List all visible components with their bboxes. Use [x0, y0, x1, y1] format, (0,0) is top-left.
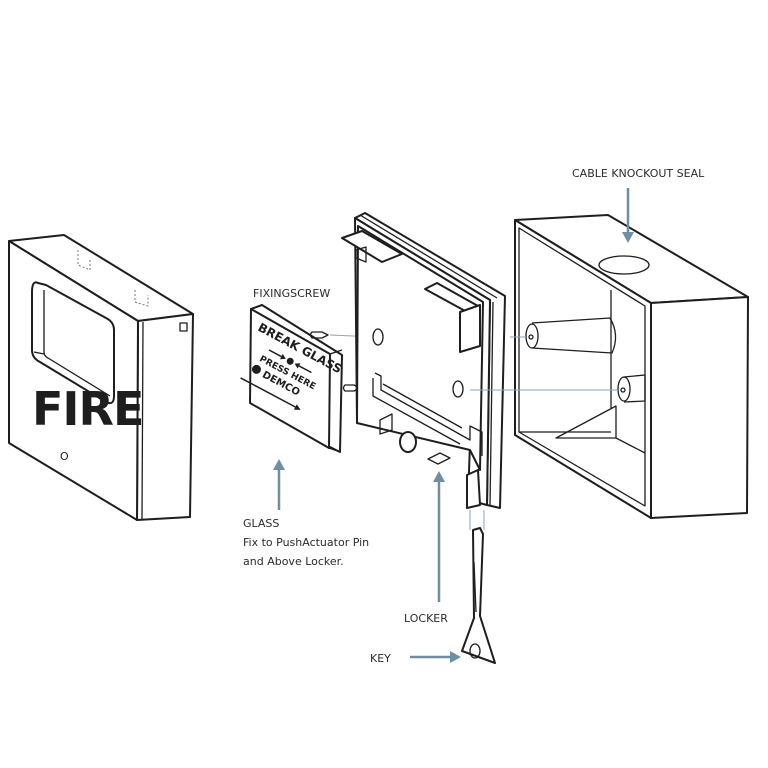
- long-arrow-icon: [240, 377, 301, 410]
- back-plate: [341, 212, 506, 509]
- glass-note-line2: and Above Locker.: [243, 555, 344, 568]
- press-arrows-icon: [268, 349, 312, 374]
- key-arrow: [410, 651, 461, 663]
- front-cover: [8, 234, 194, 521]
- glass-label: GLASS: [243, 517, 279, 530]
- back-box: [514, 214, 749, 519]
- locker-arrow: [433, 471, 445, 602]
- glass-panel: [249, 304, 343, 453]
- glass-arrow: [273, 459, 285, 510]
- cable-knockout-arrow: [622, 188, 634, 243]
- fire-label: FIRE: [32, 382, 143, 436]
- key-label: KEY: [370, 652, 391, 665]
- locker-label: LOCKER: [404, 612, 448, 625]
- key: [461, 510, 496, 664]
- keyhole-mark: O: [60, 450, 69, 463]
- glass-note-line1: Fix to PushActuator Pin: [243, 536, 369, 549]
- cable-knockout-seal-label: CABLE KNOCKOUT SEAL: [572, 167, 705, 180]
- fixing-screw-label: FIXINGSCREW: [253, 287, 330, 300]
- demco-logo-icon: [251, 364, 261, 374]
